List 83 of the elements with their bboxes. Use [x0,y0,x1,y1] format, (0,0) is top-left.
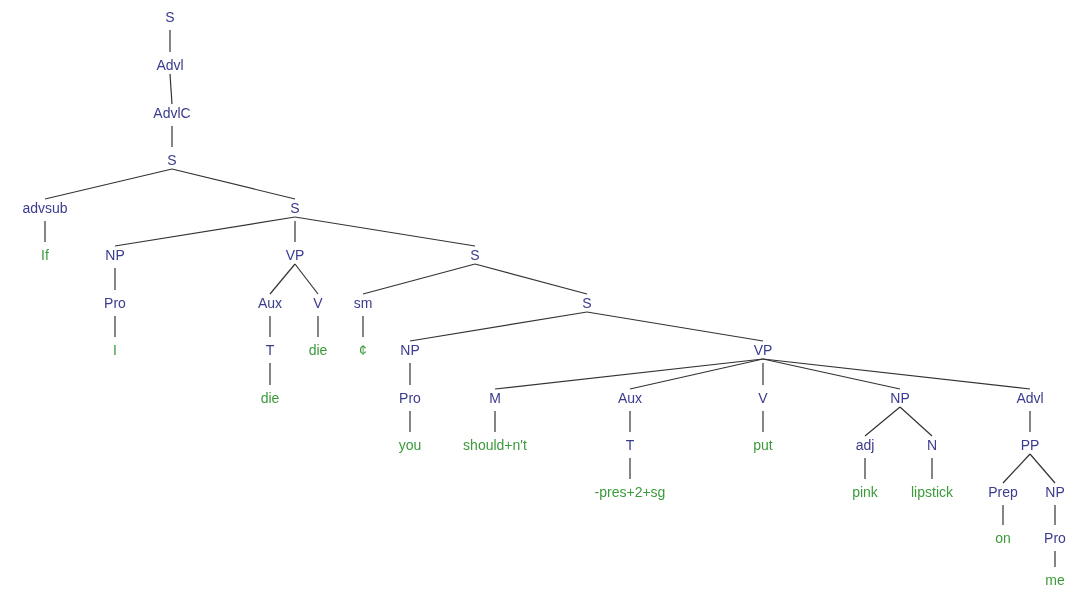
category-label: AdvlC [152,105,192,121]
tree-branch [931,457,933,480]
tree-branch [409,410,411,433]
category-label: T [624,437,636,453]
tree-branch [474,263,588,295]
tree-branch [1029,410,1031,433]
category-label: S [289,200,301,216]
category-label: Aux [616,390,644,406]
category-label: VP [284,247,306,263]
tree-branch [114,315,116,338]
tree-branch [1054,504,1056,526]
word-label: lipstick [910,484,954,500]
category-label: Pro [103,295,127,311]
tree-branch [494,410,496,433]
tree-branch [629,358,764,390]
category-label: NP [1044,484,1066,500]
category-label: T [264,342,276,358]
tree-branch [114,267,116,291]
word-label: you [397,437,423,453]
tree-branch [114,216,296,247]
category-label: sm [352,295,374,311]
category-label: S [166,152,178,168]
category-label: V [312,295,324,311]
tree-branch [317,315,319,338]
category-label: NP [104,247,126,263]
tree-branch [1054,550,1056,568]
tree-branch [169,73,173,105]
category-label: S [469,247,481,263]
tree-branch [629,410,631,433]
tree-branch [294,263,319,295]
word-label: pink [851,484,879,500]
category-label: M [488,390,502,406]
tree-branch [44,168,173,200]
tree-branch [762,362,764,386]
tree-branch [586,311,764,342]
category-label: S [581,295,593,311]
word-label: If [40,247,50,263]
tree-branch [409,311,588,342]
tree-branch [269,362,271,386]
category-label: NP [889,390,911,406]
word-label: die [259,390,281,406]
tree-branch [171,168,296,200]
category-label: PP [1019,437,1041,453]
tree-branch [629,457,631,480]
word-label: I [112,342,118,358]
tree-branch [762,358,1031,390]
tree-branch [44,220,46,243]
tree-branch [171,125,173,148]
tree-branch [864,457,866,480]
tree-branch [1029,453,1056,484]
tree-branch [362,263,476,295]
tree-branch [269,263,296,295]
category-label: V [757,390,769,406]
category-label: Pro [1043,530,1067,546]
tree-branch [899,406,933,437]
word-label: ¢ [358,342,368,358]
tree-branch [409,362,411,386]
tree-branch [169,29,171,53]
word-label: put [752,437,774,453]
tree-branch [1002,453,1031,484]
word-label: should+n't [462,437,528,453]
category-label: N [925,437,939,453]
tree-branch [294,220,296,243]
tree-branch [269,315,271,338]
category-label: Prep [987,484,1019,500]
word-label: me [1044,572,1066,588]
category-label: adj [854,437,876,453]
category-label: VP [752,342,774,358]
tree-branch [362,315,364,338]
word-label: die [307,342,329,358]
category-label: Advl [1015,390,1045,406]
category-label: Aux [256,295,284,311]
category-label: Pro [398,390,422,406]
category-label: advsub [21,200,69,216]
tree-branch [762,410,764,433]
word-label: on [994,530,1012,546]
tree-branch [1002,504,1004,526]
tree-branch [294,216,476,247]
category-label: NP [399,342,421,358]
word-label: -pres+2+sg [593,484,667,500]
tree-branch [864,406,901,437]
category-label: S [164,9,176,25]
category-label: Advl [155,57,185,73]
